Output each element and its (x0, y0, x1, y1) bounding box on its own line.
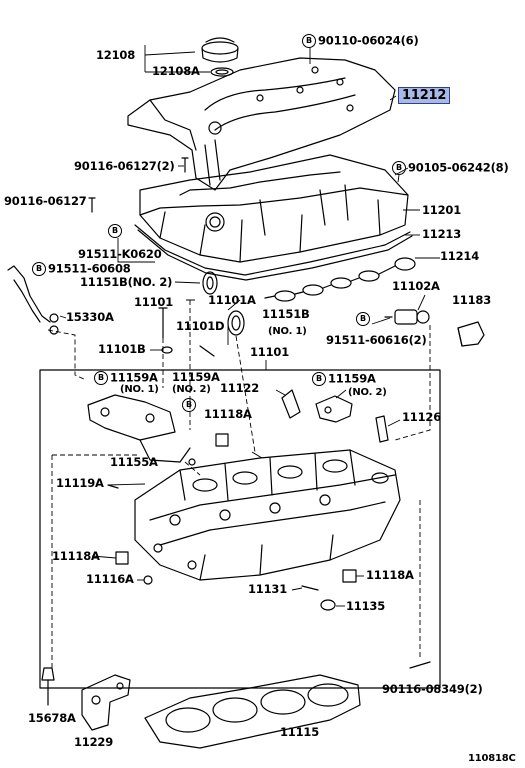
pin-11131 (301, 585, 319, 591)
label-11118A-1: 11118A (204, 407, 252, 421)
oil-control-valve (7, 197, 96, 335)
pipe-11126 (375, 415, 389, 443)
plug-11118A-3 (342, 569, 357, 583)
bolt-marker-icon: B (392, 161, 406, 175)
label-11213: 11213 (422, 227, 462, 241)
head-cover-11212 (127, 57, 396, 191)
bracket-11229 (81, 674, 131, 731)
bushing-11122 (281, 389, 301, 419)
label-11126: 11126 (402, 410, 442, 424)
label-11131: 11131 (248, 582, 288, 596)
bearing-cap-no1 (87, 394, 191, 463)
oil-filler-cap (201, 37, 239, 77)
label-15678A: 15678A (28, 711, 76, 725)
label-11159A-no2a-sfx: (NO. 2) (172, 384, 211, 395)
diagram-code: 110818C (468, 753, 516, 764)
label-91511-K0620: 91511-K0620 (78, 247, 162, 261)
label-11155A: 11155A (110, 455, 158, 469)
label-11151B-no1-sfx: (NO. 1) (268, 326, 307, 337)
label-11214: 11214 (440, 249, 480, 263)
label-11101D: 11101D (176, 319, 225, 333)
label-15330A: 15330A (66, 310, 114, 324)
plug-11116A (143, 575, 153, 585)
stud-11101 (158, 307, 168, 339)
bolt-marker-icon: B (94, 371, 108, 385)
label-11201: 11201 (422, 203, 462, 217)
label-11159A-no2b-sfx: (NO. 2) (348, 387, 387, 398)
gasket-11213 (134, 224, 411, 276)
plug-gasket-11214 (264, 257, 416, 302)
label-11151B-no1: 11151B (262, 307, 310, 321)
label-11118A-3: 11118A (366, 568, 414, 582)
bolt-marker-icon: B (182, 398, 198, 412)
bolt-marker-icon: B (108, 224, 124, 238)
bolt-90116 (181, 157, 189, 173)
pin-11119A (107, 484, 119, 489)
bolt-15678A (41, 667, 55, 681)
label-11229: 11229 (74, 735, 114, 749)
label-11102A: 11102A (392, 279, 440, 293)
label-11101: 11101 (134, 295, 174, 309)
bolt-marker-icon: B (356, 312, 372, 326)
label-11122: 11122 (220, 381, 260, 395)
head-gasket-11115 (144, 674, 361, 749)
pin-11101D (199, 345, 215, 357)
label-11119A: 11119A (56, 476, 104, 490)
label-11183: 11183 (452, 293, 492, 307)
plug-11118A-1 (215, 433, 229, 447)
cylinder-head-assy-box (39, 369, 441, 689)
label-11118A-2: 11118A (52, 549, 100, 563)
label-11116A: 11116A (86, 572, 134, 586)
label-90116-06127-2: 90116-06127(2) (74, 159, 175, 173)
seal-11135 (320, 599, 336, 611)
label-11159A-no2a: 11159A (172, 370, 220, 384)
bolt-marker-icon: B (32, 262, 46, 276)
head-cover-11201 (139, 154, 409, 263)
oil-seal-no1 (227, 310, 245, 336)
label-11115: 11115 (280, 725, 320, 739)
bolt-marker-icon: B (302, 34, 316, 48)
label-90116-06127: 90116-06127 (4, 194, 87, 208)
label-12108A: 12108A (152, 64, 200, 78)
label-11159A-no1-sfx: (NO. 1) (120, 384, 159, 395)
bearing-cap-no2b (315, 395, 353, 423)
label-11135: 11135 (346, 599, 386, 613)
label-11101A: 11101A (208, 293, 256, 307)
washer-11155A (188, 458, 196, 466)
plug-11183 (457, 321, 485, 347)
plug-11118A-2 (115, 551, 129, 565)
bolt-marker-icon: B (312, 372, 326, 386)
label-91511-60616: 91511-60616(2) (326, 333, 427, 347)
stud-90116-08349 (409, 661, 431, 669)
washer-11101B (161, 346, 173, 354)
sensor-11102A (384, 309, 430, 325)
label-11101B: 11101B (98, 342, 146, 356)
oil-seal-no2 (202, 271, 218, 295)
cylinder-head-main (134, 449, 401, 581)
label-11212-highlighted[interactable]: 11212 (398, 87, 451, 104)
label-12108: 12108 (96, 48, 136, 62)
label-11101-main: 11101 (250, 345, 290, 359)
label-11151B-no2: 11151B(NO. 2) (80, 275, 173, 289)
label-90116-08349: 90116-08349(2) (382, 682, 483, 696)
